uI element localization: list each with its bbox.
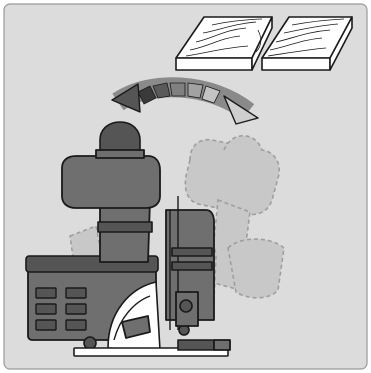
handle-grip (62, 156, 160, 208)
wood-joint-icon (176, 17, 352, 70)
